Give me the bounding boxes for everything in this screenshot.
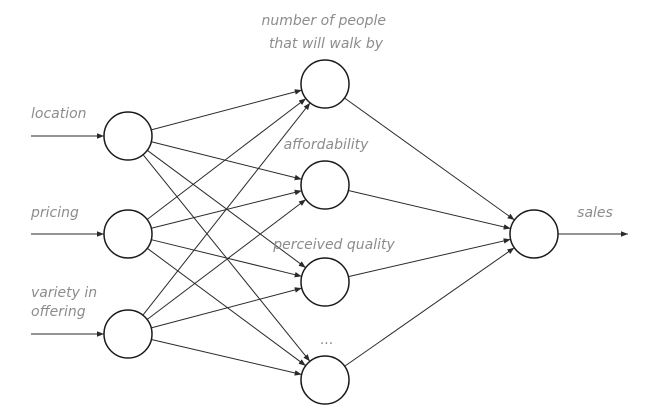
input-node-variety <box>103 309 153 359</box>
edge-pricing-to-people <box>146 98 307 220</box>
edge-affordability-to-sales <box>348 189 511 230</box>
edge-pricing-to-more <box>146 247 307 367</box>
edge-people-to-sales <box>344 97 515 221</box>
input-label-variety: variety in offering <box>31 285 102 320</box>
edge-layer <box>31 89 628 376</box>
input-label-pricing: pricing <box>30 205 79 221</box>
edge-variety-to-affordability <box>146 199 307 320</box>
hidden-label-quality: perceived quality <box>272 237 395 253</box>
hidden-node-more <box>300 355 350 405</box>
edge-location-to-affordability <box>151 141 302 181</box>
hidden-node-quality <box>300 257 350 307</box>
edge-variety-to-more <box>151 338 302 376</box>
edge-variety-to-quality <box>151 287 302 329</box>
edge-pricing-to-quality <box>151 239 302 278</box>
hidden-node-affordability <box>300 160 350 210</box>
input-node-location <box>103 111 153 161</box>
edge-location-to-people <box>151 89 302 131</box>
node-layer <box>103 59 559 405</box>
input-node-pricing <box>103 209 153 259</box>
hidden-label-people: number of people that will walk by <box>262 13 391 52</box>
edge-more-to-sales <box>344 247 515 367</box>
output-node-sales <box>509 209 559 259</box>
edge-variety-to-people <box>142 102 311 316</box>
edge-quality-to-sales <box>348 238 511 278</box>
hidden-label-affordability: affordability <box>284 137 370 153</box>
hidden-node-people <box>300 59 350 109</box>
hidden-label-more: ... <box>320 332 333 348</box>
input-label-location: location <box>31 106 87 122</box>
output-label-sales: sales <box>577 205 613 221</box>
